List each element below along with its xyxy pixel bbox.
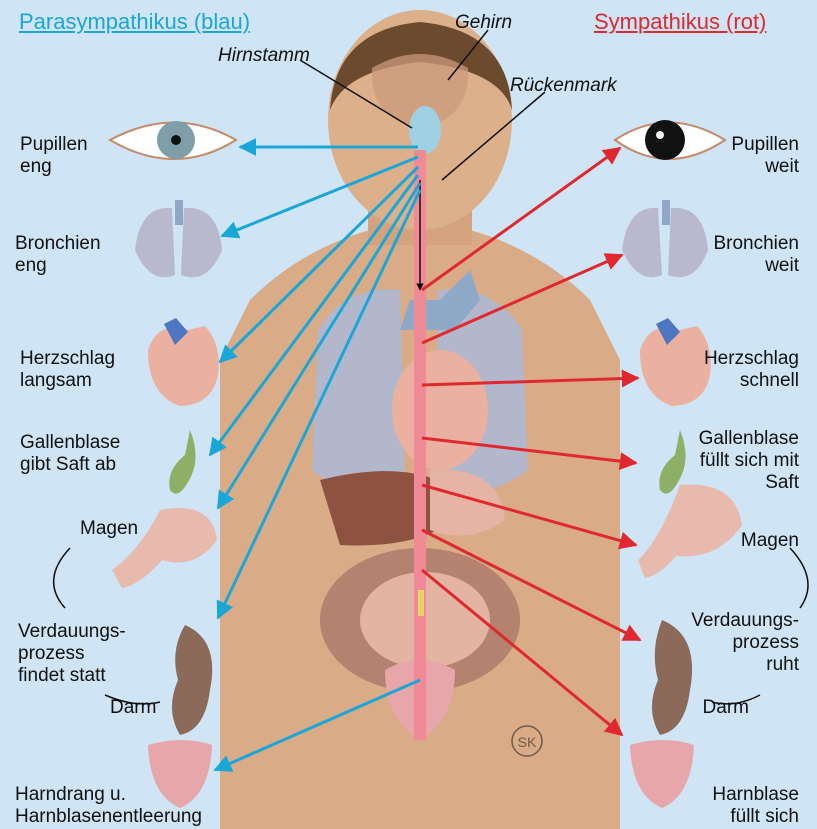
- left-pupils-label: Pupillen eng: [20, 134, 88, 178]
- left-lungs-icon: [135, 200, 222, 277]
- right-digestion-label: Verdauungs- prozess ruht: [691, 610, 799, 676]
- right-bronchi-label: Bronchien weit: [713, 233, 799, 277]
- left-bronchi-label: Bronchien eng: [15, 233, 101, 277]
- sacral-segment: [418, 590, 424, 616]
- signature-text: SK: [518, 734, 537, 750]
- right-gallbladder-icon: [659, 430, 685, 494]
- left-stomach-label: Magen: [80, 518, 138, 540]
- right-stomach-label: Magen: [741, 530, 799, 552]
- right-heartbeat-label: Herzschlag schnell: [704, 348, 799, 392]
- left-digestion-label: Verdauungs- prozess findet statt: [18, 621, 126, 687]
- left-gallbladder-label: Gallenblase gibt Saft ab: [20, 432, 120, 476]
- parasympathetic-heading: Parasympathikus (blau): [19, 10, 250, 34]
- right-stomach-bracket: [790, 548, 808, 608]
- left-gallbladder-icon: [169, 430, 195, 494]
- left-heartbeat-label: Herzschlag langsam: [20, 348, 115, 392]
- right-stomach-icon: [638, 485, 742, 579]
- left-intestine-label: Darm: [110, 697, 156, 719]
- brainstem-label: Hirnstamm: [218, 45, 310, 67]
- human-body: SK: [220, 10, 620, 829]
- left-heart-icon: [148, 318, 219, 406]
- heart-organ: [392, 350, 488, 470]
- left-eye-icon: [110, 121, 236, 159]
- right-lungs-icon: [622, 200, 708, 277]
- left-stomach-bracket: [54, 548, 70, 608]
- right-bladder-label: Harnblase füllt sich: [712, 784, 799, 828]
- spinal-cord-label: Rückenmark: [510, 75, 617, 97]
- right-intestine-icon: [652, 620, 692, 735]
- left-bladder-label: Harndrang u. Harnblasenentleerung: [15, 784, 202, 828]
- right-pupils-label: Pupillen weit: [731, 134, 799, 178]
- right-bladder-icon: [630, 740, 694, 808]
- right-heart-icon: [640, 318, 711, 406]
- right-gallbladder-label: Gallenblase füllt sich mit Saft: [699, 428, 799, 494]
- right-intestine-label: Darm: [703, 697, 749, 719]
- brain-label: Gehirn: [455, 12, 512, 34]
- sympathetic-heading: Sympathikus (rot): [594, 10, 766, 34]
- right-eye-icon: [615, 120, 725, 160]
- left-intestine-icon: [172, 625, 212, 735]
